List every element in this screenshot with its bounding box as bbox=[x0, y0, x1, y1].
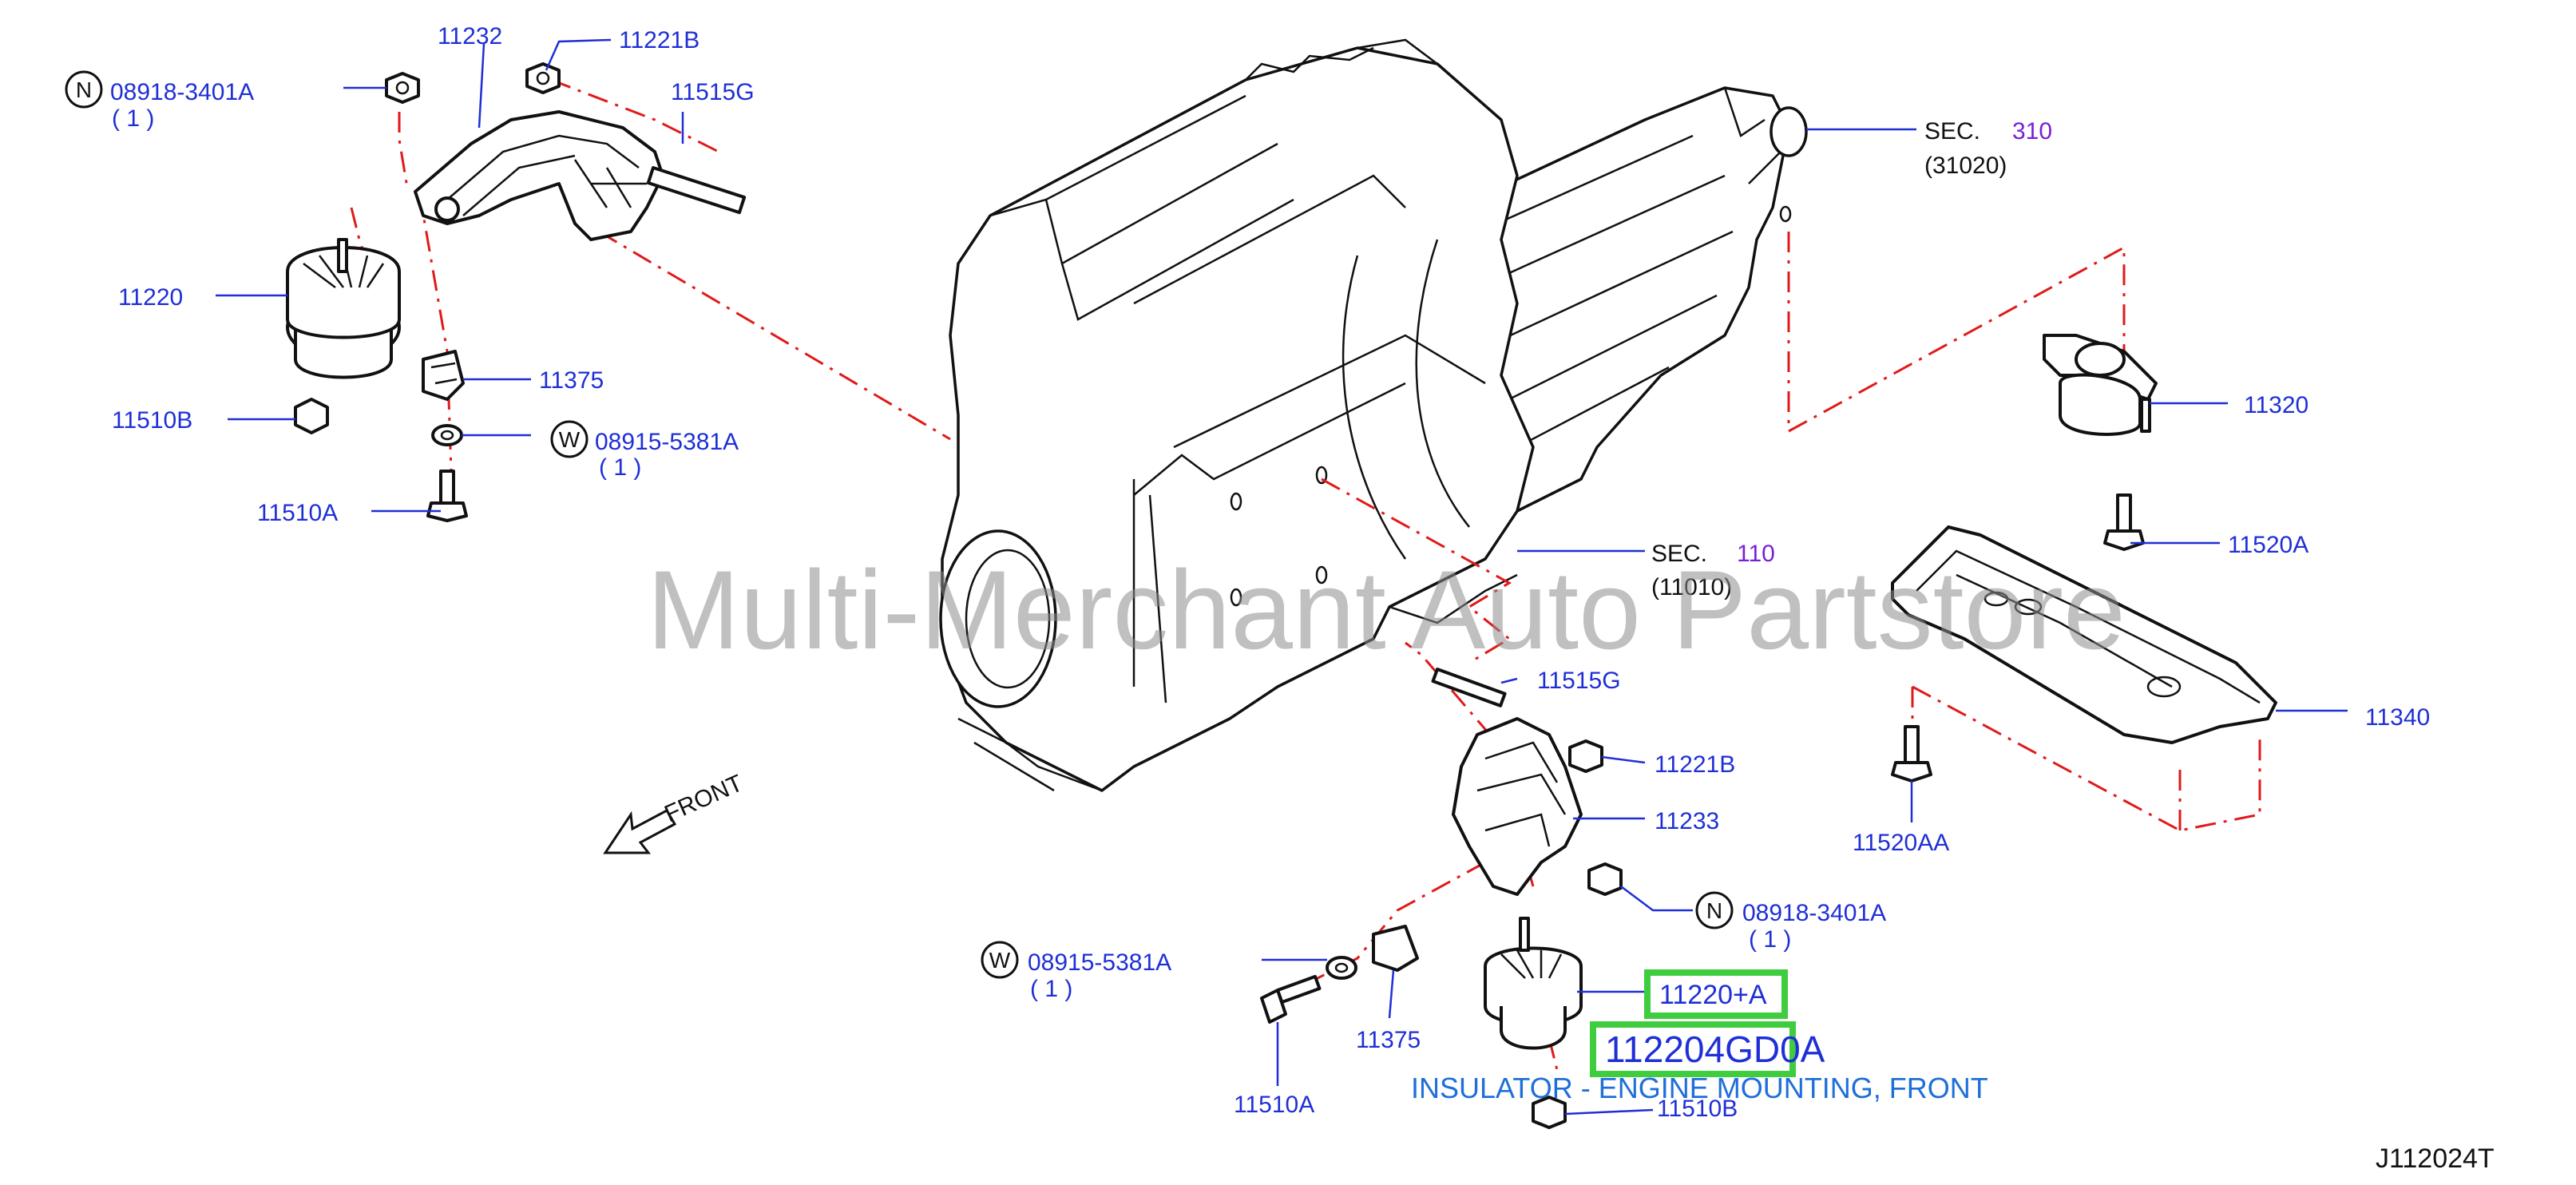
label-sec-310-link[interactable]: 310 bbox=[2012, 118, 2052, 145]
svg-text:N: N bbox=[76, 77, 92, 102]
bracket-11232-drawing bbox=[414, 110, 747, 241]
label-11232[interactable]: 11232 bbox=[438, 23, 502, 50]
label-11340[interactable]: 11340 bbox=[2365, 704, 2430, 731]
label-11220A[interactable]: 11220+A bbox=[1659, 980, 1767, 1010]
label-qty-mid-w: ( 1 ) bbox=[1030, 976, 1072, 1002]
label-11221B-mid[interactable]: 11221B bbox=[1655, 751, 1735, 778]
svg-text:N: N bbox=[1706, 898, 1722, 923]
leader-lines bbox=[216, 38, 2348, 1116]
label-11220[interactable]: 11220 bbox=[118, 284, 183, 311]
svg-text:W: W bbox=[559, 427, 581, 452]
stopper-11375-left-drawing bbox=[422, 350, 465, 401]
label-sec-310-sub: (31020) bbox=[1924, 153, 2007, 179]
label-11375-left[interactable]: 11375 bbox=[539, 367, 604, 394]
bracket-11320-drawing bbox=[2043, 334, 2158, 436]
front-label: FRONT bbox=[660, 770, 747, 827]
callout-circle-w-left: W bbox=[550, 420, 589, 458]
callout-circle-n-mid: N bbox=[1695, 891, 1734, 929]
label-sec-310-prefix: SEC. bbox=[1924, 118, 1980, 145]
nut-08918-top-drawing bbox=[385, 72, 420, 104]
nut-11510B-mid-drawing bbox=[1532, 1096, 1567, 1129]
label-11515G-top[interactable]: 11515G bbox=[671, 79, 755, 105]
watermark: Multi-Merchant Auto Partstore bbox=[647, 547, 2126, 672]
label-11233[interactable]: 11233 bbox=[1655, 808, 1719, 834]
label-11221B-top[interactable]: 11221B bbox=[619, 27, 699, 54]
nut-11221B-top-drawing bbox=[525, 62, 561, 94]
label-qty-top: ( 1 ) bbox=[112, 105, 154, 132]
label-qty-mid-n: ( 1 ) bbox=[1749, 926, 1791, 953]
nut-11221B-mid-drawing bbox=[1568, 739, 1603, 773]
insulator-11220A-drawing bbox=[1484, 917, 1583, 1050]
label-11520A[interactable]: 11520A bbox=[2228, 532, 2308, 558]
label-08915-5381A-left[interactable]: 08915-5381A bbox=[595, 429, 739, 455]
crossmember-11340-drawing bbox=[1891, 525, 2277, 744]
bracket-11233-drawing bbox=[1452, 717, 1583, 896]
front-direction-indicator: FRONT bbox=[603, 770, 747, 854]
label-11515G-mid[interactable]: 11515G bbox=[1537, 668, 1621, 694]
callout-circle-n-top: N bbox=[65, 70, 103, 109]
label-sec-110-link[interactable]: 110 bbox=[1737, 541, 1775, 567]
label-08915-5381A-mid[interactable]: 08915-5381A bbox=[1028, 949, 1171, 976]
bolt-11520AA-drawing bbox=[1891, 725, 1932, 783]
label-11320[interactable]: 11320 bbox=[2244, 392, 2308, 418]
label-08918-3401A-top[interactable]: 08918-3401A bbox=[110, 79, 254, 105]
callout-circle-w-mid: W bbox=[981, 941, 1019, 979]
front-arrow-icon bbox=[603, 808, 677, 854]
bolt-11510A-left-drawing bbox=[426, 470, 468, 522]
bolt-11520A-drawing bbox=[2103, 493, 2145, 551]
bolt-11510A-mid-drawing bbox=[1260, 974, 1322, 1024]
washer-mid-drawing bbox=[1326, 956, 1357, 980]
nut-11510B-left-drawing bbox=[294, 398, 329, 434]
stopper-11375-mid-drawing bbox=[1372, 925, 1419, 972]
label-11510A-left[interactable]: 11510A bbox=[257, 500, 338, 526]
label-11510A-mid[interactable]: 11510A bbox=[1234, 1092, 1314, 1118]
highlighted-part-11220A[interactable]: 11220+A bbox=[1644, 969, 1788, 1019]
label-sec-110-prefix: SEC. bbox=[1651, 541, 1707, 567]
label-11510B-left[interactable]: 11510B bbox=[112, 407, 192, 434]
label-11375-mid[interactable]: 11375 bbox=[1356, 1027, 1421, 1053]
label-11520AA[interactable]: 11520AA bbox=[1853, 830, 1949, 856]
diagram-id: J112024T bbox=[2376, 1143, 2495, 1174]
highlighted-part-number[interactable]: 112204GD0A bbox=[1590, 1021, 1825, 1077]
label-11510B-mid[interactable]: 11510B bbox=[1657, 1096, 1738, 1122]
engine-transmission-drawing bbox=[939, 38, 1808, 792]
insulator-11220-drawing bbox=[286, 238, 401, 379]
stud-11515G-mid-drawing bbox=[1431, 668, 1507, 707]
label-sec-110-sub: (11010) bbox=[1651, 574, 1732, 600]
svg-text:W: W bbox=[989, 948, 1011, 973]
label-08918-3401A-mid[interactable]: 08918-3401A bbox=[1742, 900, 1886, 926]
washer-left-drawing bbox=[431, 424, 463, 446]
label-qty-left: ( 1 ) bbox=[599, 454, 641, 481]
nut-08918-mid-drawing bbox=[1587, 862, 1623, 896]
part-description: INSULATOR - ENGINE MOUNTING, FRONT bbox=[1411, 1072, 1988, 1104]
part-number[interactable]: 112204GD0A bbox=[1605, 1028, 1825, 1070]
